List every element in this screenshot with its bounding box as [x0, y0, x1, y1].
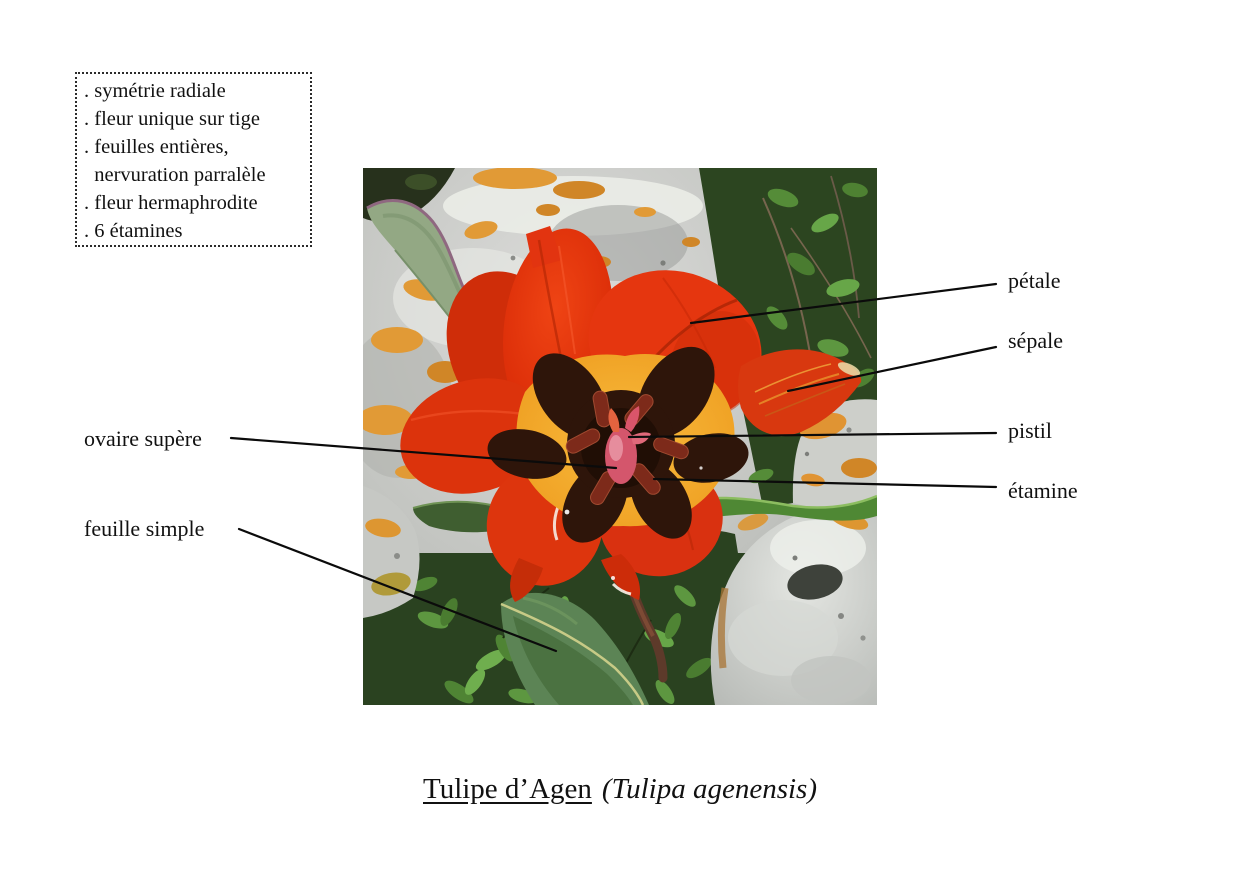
rock-bottomright: [710, 500, 877, 705]
title-common-name: Tulipe d’Agen: [423, 773, 592, 805]
label-petale: pétale: [1008, 268, 1061, 293]
title-latin-name: (Tulipa agenensis): [601, 773, 817, 805]
figure-title: Tulipe d’Agen (Tulipa agenensis): [0, 773, 1240, 806]
characteristic-item: . feuilles entières,: [84, 136, 229, 158]
characteristic-item: . 6 étamines: [84, 220, 183, 242]
label-pistil: pistil: [1008, 418, 1053, 443]
label-sepale: sépale: [1008, 328, 1063, 353]
tulip-photo: [363, 168, 877, 705]
characteristic-item: nervuration parralèle: [84, 164, 266, 186]
characteristic-item: . fleur unique sur tige: [84, 108, 260, 130]
label-feuille-simple: feuille simple: [84, 516, 205, 541]
characteristic-item: . symétrie radiale: [84, 80, 226, 102]
characteristics-box: . symétrie radiale . fleur unique sur ti…: [75, 72, 312, 247]
label-ovaire-supere: ovaire supère: [84, 426, 202, 451]
label-etamine: étamine: [1008, 478, 1078, 503]
characteristic-item: . fleur hermaphrodite: [84, 192, 258, 214]
